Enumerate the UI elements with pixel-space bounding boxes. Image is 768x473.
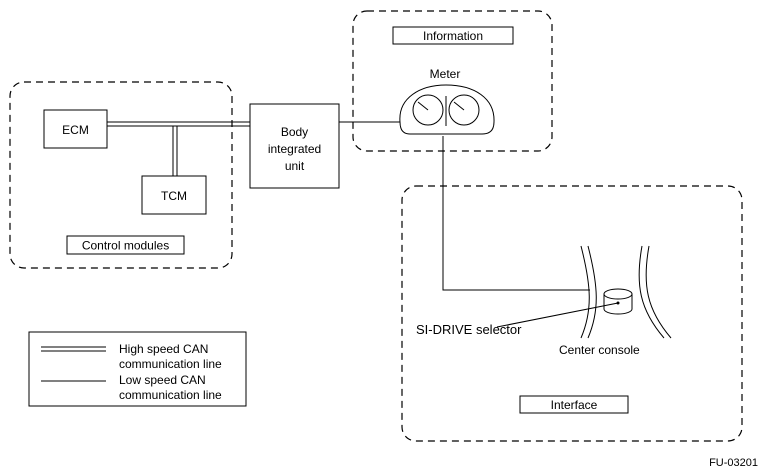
interface-zone: Interface (401, 185, 743, 442)
tcm-module: TCM (141, 175, 207, 215)
tcm-label: TCM (161, 189, 187, 203)
body-integrated-unit: Body integrated unit (249, 103, 340, 189)
meter-icon: Meter (399, 67, 495, 135)
body-unit-line2: integrated (268, 142, 321, 156)
high-speed-can-lines (107, 121, 250, 176)
low-speed-can-lines (339, 121, 590, 291)
legend-high-speed-line2: communication line (119, 357, 222, 371)
legend-low-speed-line2: communication line (119, 388, 222, 402)
meter-label: Meter (430, 67, 461, 81)
si-drive-knob-icon (496, 288, 633, 328)
ecm-module: ECM (43, 109, 108, 149)
legend-low-speed-line1: Low speed CAN (119, 373, 206, 387)
figure-id: FU-03201 (709, 457, 758, 469)
ecm-label: ECM (62, 123, 89, 137)
center-console-illustration (580, 245, 672, 339)
body-unit-line1: Body (281, 125, 308, 139)
control-modules-zone: Control modules (9, 81, 233, 269)
center-console-label: Center console (559, 343, 640, 357)
legend-high-speed-line1: High speed CAN (119, 342, 208, 356)
legend: High speed CAN communication line Low sp… (28, 331, 247, 407)
body-unit-line3: unit (285, 159, 305, 173)
information-label: Information (423, 29, 483, 43)
interface-label: Interface (551, 398, 598, 412)
si-drive-selector-label: SI-DRIVE selector (416, 322, 522, 337)
information-zone: Information (352, 10, 553, 152)
control-modules-label: Control modules (82, 239, 169, 253)
